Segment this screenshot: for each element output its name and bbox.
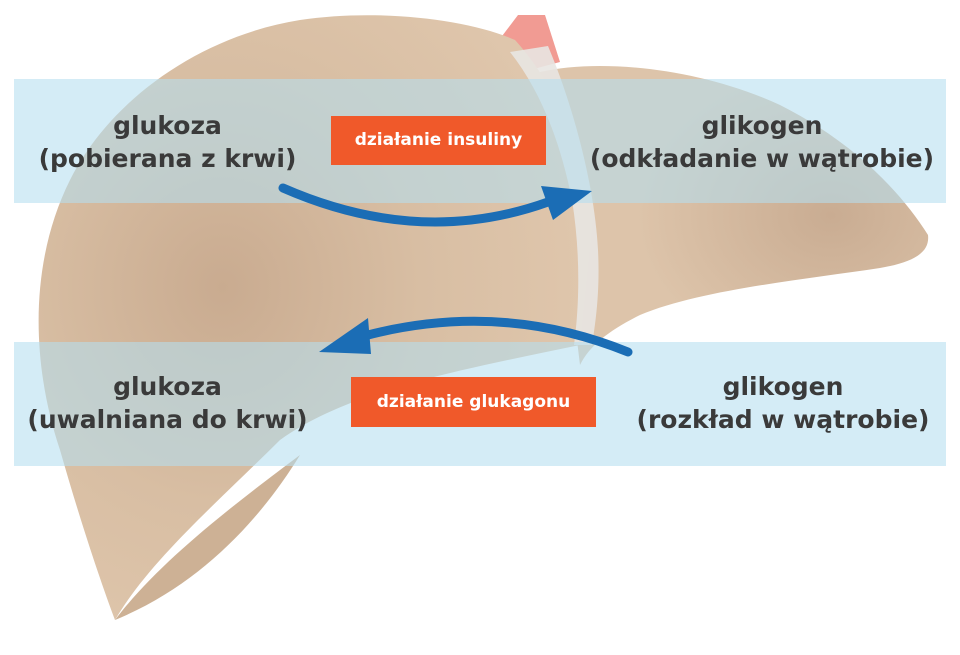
glycogen-breakdown-label: glikogen (rozkład w wątrobie) bbox=[628, 370, 938, 436]
glucose-title: glukoza bbox=[113, 372, 222, 401]
glucagon-action-badge: działanie glukagonu bbox=[351, 377, 596, 427]
glycogen-title: glikogen bbox=[722, 372, 844, 401]
glucose-subtitle: (uwalniana do krwi) bbox=[27, 405, 308, 434]
glycogen-title: glikogen bbox=[701, 111, 823, 140]
glucose-title: glukoza bbox=[113, 111, 222, 140]
glucose-uptake-label: glukoza (pobierana z krwi) bbox=[20, 109, 315, 175]
arrow-right-curved-icon bbox=[278, 183, 592, 227]
glycogen-subtitle: (odkładanie w wątrobie) bbox=[589, 144, 935, 173]
glucose-release-label: glukoza (uwalniana do krwi) bbox=[20, 370, 315, 436]
glucose-subtitle: (pobierana z krwi) bbox=[38, 144, 297, 173]
arrow-left-curved-icon bbox=[319, 316, 633, 357]
insulin-action-badge: działanie insuliny bbox=[331, 116, 546, 165]
glycogen-subtitle: (rozkład w wątrobie) bbox=[636, 405, 930, 434]
glycogen-storage-label: glikogen (odkładanie w wątrobie) bbox=[586, 109, 938, 175]
liver-lower-edge bbox=[115, 455, 300, 620]
